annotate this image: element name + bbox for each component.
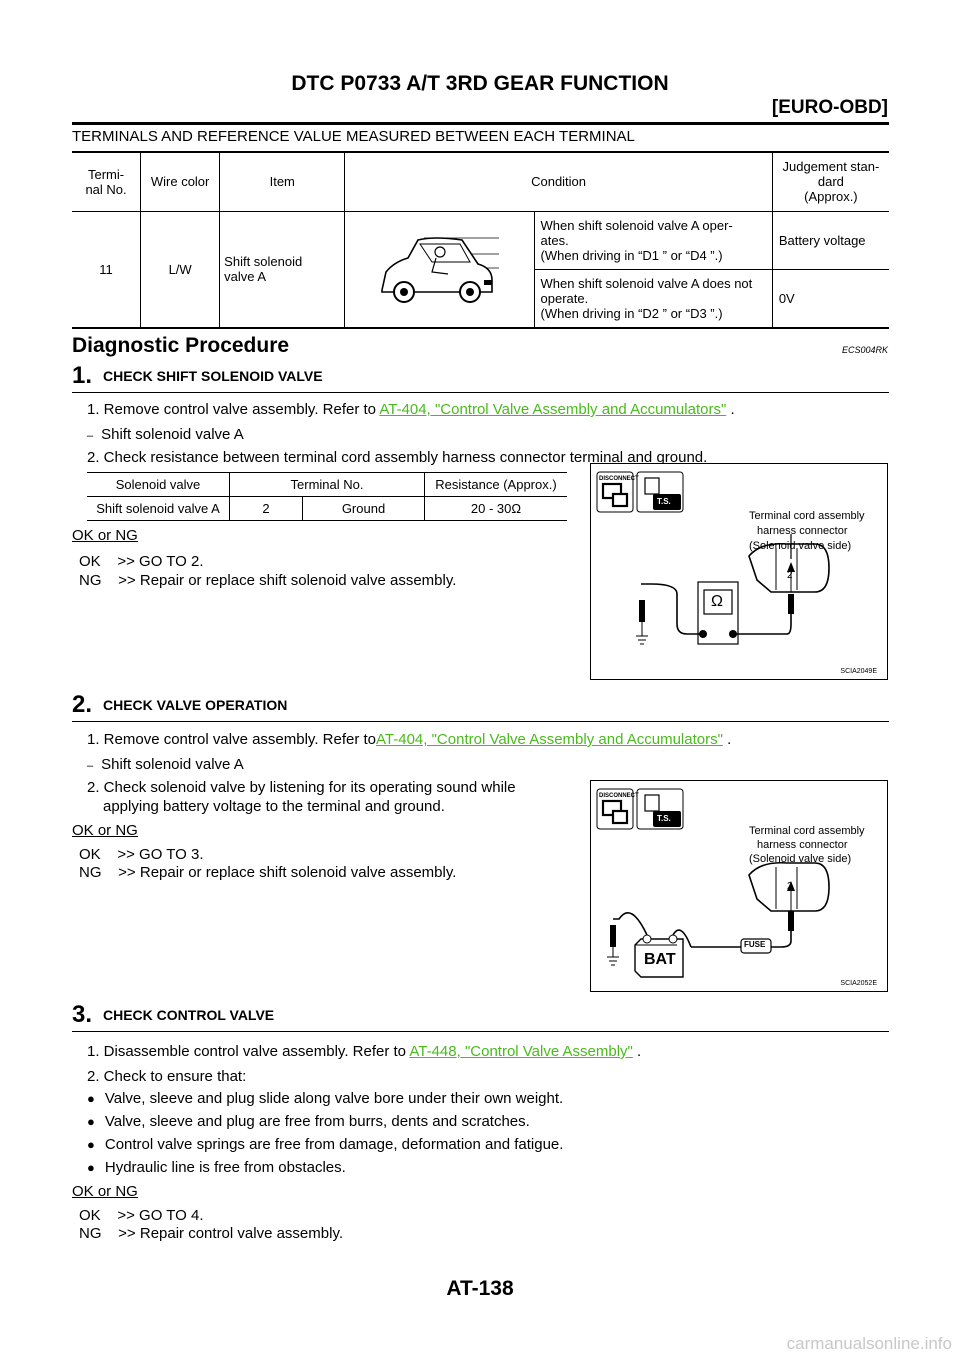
section-label: [EURO-OBD] [771,97,888,118]
cell-wire: L/W [140,211,221,327]
fig1-label-1: Terminal cord assembly [749,510,865,522]
step1-ok: OK >> GO TO 2. [79,553,204,570]
step3-rule [72,1031,889,1032]
step1-rule [72,392,889,393]
battery-icon: BAT [644,951,676,968]
step2-dash-item: –Shift solenoid valve A [87,756,244,773]
step1-line1-text: 1. Remove control valve assembly. Refer … [87,401,380,418]
step1-line2: 2. Check resistance between terminal cor… [87,449,708,466]
page-number: AT-138 [446,1277,514,1300]
step3-ng: NG >> Repair control valve assembly. [79,1225,343,1242]
th-terminal: Termi- nal No. [72,153,142,211]
step3-ref-link[interactable]: AT-448, "Control Valve Assembly" [409,1043,633,1060]
th-wire: Wire color [140,153,221,211]
cell-terminal: 11 [72,211,142,327]
step3-bullet-1-text: Valve, sleeve and plug slide along valve… [104,1090,564,1107]
fig2-label-3: (Solenoid valve side) [749,853,852,865]
watermark: carmanualsonline.info [786,1334,952,1353]
res-th-valve: Solenoid valve [115,477,201,492]
fig2-disconnect-label: DISCONNECT [599,793,639,799]
res-cell-value: 20 - 30Ω [424,496,567,521]
step3-number: 3. [72,1001,93,1028]
header-rule [72,122,889,125]
step2-ref-link[interactable]: AT-404, "Control Valve Assembly and Accu… [376,731,723,748]
step2-line2b: applying battery voltage to the terminal… [103,798,445,815]
step1-line1-end: . [726,401,735,418]
step2-line1: 1. Remove control valve assembly. Refer … [87,731,731,748]
figure-valve-operation: DISCONNECT T.S. Terminal cord assembly h… [590,780,888,992]
fuse-icon: FUSE [744,940,766,949]
res-cell-pin: 2 [229,496,303,521]
cell-value-2: 0V [778,290,795,306]
step3-bullet-4-text: Hydraulic line is free from obstacles. [104,1159,346,1176]
step3-bullet-2: ●Valve, sleeve and plug are free from bu… [87,1113,530,1130]
step1-ref-link[interactable]: AT-404, "Control Valve Assembly and Accu… [379,401,727,418]
cell-value-1: Battery voltage [778,232,866,248]
step2-ok-ng: OK or NG [72,822,138,839]
step3-line1-end: . [632,1043,642,1060]
step1-heading: CHECK SHIFT SOLENOID VALVE [103,368,323,384]
diag-code: ECS004RK [841,345,888,355]
th-condition: Condition [344,153,773,211]
step3-ok-ng: OK or NG [72,1183,138,1200]
res-th-resistance: Resistance (Approx.) [424,472,567,497]
step3-heading: CHECK CONTROL VALVE [103,1007,275,1023]
res-cell-valve: Shift solenoid valve A [96,501,220,516]
fig2-pin-label: 2 [787,881,793,892]
fig1-pin-label: 2 [787,570,793,581]
cell-condition-1: When shift solenoid valve A oper- ates. … [534,211,773,269]
res-th-terminal: Terminal No. [229,472,425,497]
step3-bullet-3: ●Control valve springs are free from dam… [87,1136,564,1153]
step1-dash-text: Shift solenoid valve A [101,426,244,443]
terminals-table: Termi- nal No. Wire color Item Condition… [72,153,889,327]
step2-heading: CHECK VALVE OPERATION [103,697,288,713]
fig2-label-2: harness connector [757,839,848,851]
terminals-caption: TERMINALS AND REFERENCE VALUE MEASURED B… [72,128,635,145]
cell-item: Shift solenoid valve A [219,211,346,327]
car-driving-icon [381,236,500,303]
fig2-ts-label: T.S. [657,814,671,823]
step2-ng: NG >> Repair or replace shift solenoid v… [79,864,457,881]
step3-bullet-2-text: Valve, sleeve and plug are free from bur… [104,1113,530,1130]
step1-ok-ng: OK or NG [72,527,138,544]
ohmmeter-icon: Ω [711,593,723,610]
resistance-table: Solenoid valve Terminal No. Resistance (… [87,472,567,521]
fig1-ts-label: T.S. [657,497,671,506]
step2-ok: OK >> GO TO 3. [79,846,204,863]
step3-line1-text: 1. Disassemble control valve assembly. R… [87,1043,410,1060]
cell-condition-2: When shift solenoid valve A does not ope… [534,269,773,327]
step1-line1: 1. Remove control valve assembly. Refer … [87,401,735,418]
step2-number: 2. [72,691,93,718]
fig1-label-2: harness connector [757,525,848,537]
fig2-code: SCIA2052E [840,980,877,987]
figure-resistance-check: DISCONNECT T.S. Terminal cord assembly h… [590,463,888,680]
table-bottom-rule [72,327,889,329]
step2-line1-text: 1. Remove control valve assembly. Refer … [87,731,377,748]
th-judgement: Judgement stan- dard (Approx.) [782,159,880,205]
step1-ng: NG >> Repair or replace shift solenoid v… [79,572,457,589]
step3-line2: 2. Check to ensure that: [87,1068,247,1085]
step3-line1: 1. Disassemble control valve assembly. R… [87,1043,641,1060]
fig1-label-3: (Solenoid valve side) [749,540,852,552]
step3-ok: OK >> GO TO 4. [79,1207,204,1224]
car-illustration [344,211,535,327]
res-cell-ground: Ground [302,496,425,521]
step3-bullet-4: ●Hydraulic line is free from obstacles. [87,1159,346,1176]
table-top-rule [72,151,889,153]
th-item: Item [219,153,346,211]
step2-line2a: 2. Check solenoid valve by listening for… [87,779,516,796]
fig1-code: SCIA2049E [840,668,877,675]
step3-bullet-1: ●Valve, sleeve and plug slide along valv… [87,1090,564,1107]
fig1-disconnect-label: DISCONNECT [599,476,639,482]
step2-rule [72,721,889,722]
step1-number: 1. [72,362,93,389]
fig2-label-1: Terminal cord assembly [749,825,865,837]
step2-dash-text: Shift solenoid valve A [101,756,244,773]
step2-line1-end: . [722,731,732,748]
step1-dash-item: –Shift solenoid valve A [87,426,244,443]
step3-bullet-3-text: Control valve springs are free from dama… [104,1136,564,1153]
diag-heading: Diagnostic Procedure [72,334,290,357]
page-title: DTC P0733 A/T 3RD GEAR FUNCTION [291,72,669,95]
